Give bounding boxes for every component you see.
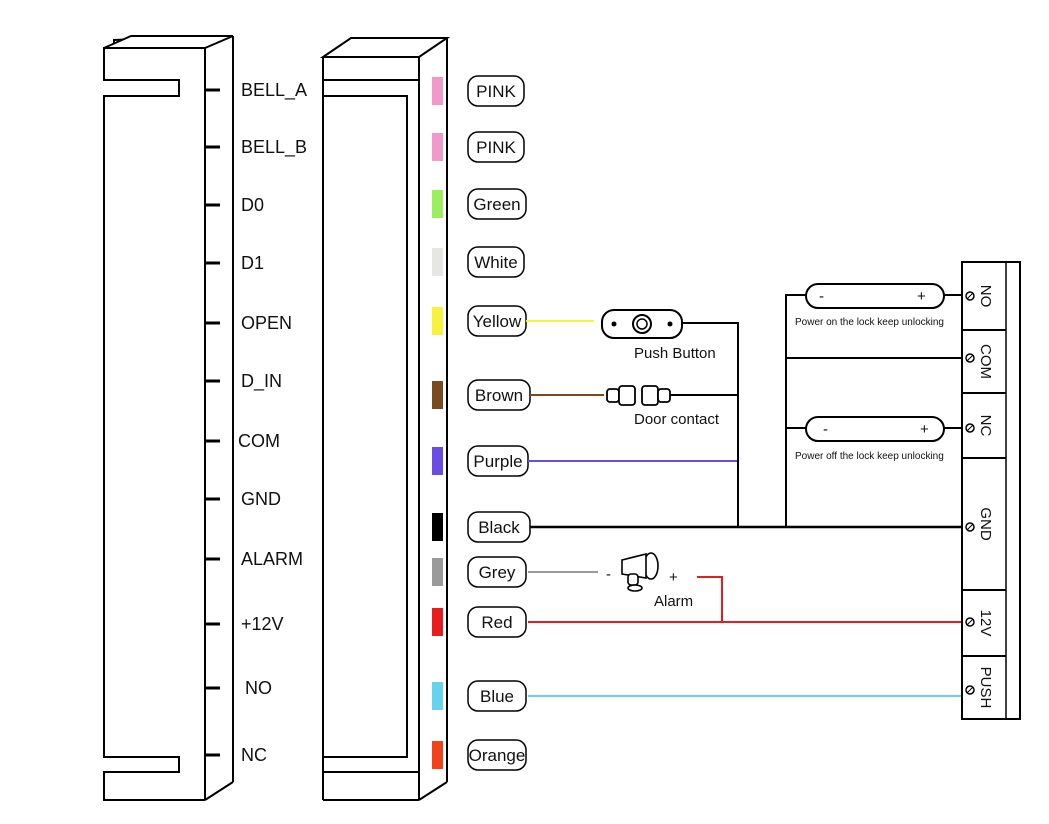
wire-label-box	[467, 556, 527, 588]
push-button-device: Push Button	[601, 309, 716, 362]
wire-color-swatch	[432, 381, 443, 409]
wire-label-7: Black	[478, 518, 520, 537]
wire-color-swatch	[432, 608, 443, 636]
wire-label-11: Orange	[469, 746, 526, 765]
wire-label-9: Red	[481, 613, 512, 632]
terminal-label-3: GND	[977, 507, 994, 541]
wire-color-swatch	[432, 513, 443, 541]
wire-label-3: White	[474, 253, 517, 272]
pin-label-3: D1	[241, 253, 264, 273]
terminal-label-5: PUSH	[977, 667, 994, 709]
lock-power-off: - + Power off the lock keep unlocking	[795, 416, 945, 462]
lock-off-minus: -	[823, 421, 828, 438]
pin-label-10: NO	[245, 678, 272, 698]
wire-color-swatch	[432, 447, 443, 475]
push-button-label: Push Button	[634, 345, 716, 362]
alarm-device: - + Alarm	[606, 552, 693, 610]
pin-label-2: D0	[241, 195, 264, 215]
wire-label-box	[467, 131, 525, 163]
lock-on-minus: -	[819, 288, 824, 305]
lock-off-plus: +	[920, 421, 929, 438]
alarm-positive-wire	[697, 576, 723, 622]
terminal-label-4: 12V	[977, 610, 994, 637]
door-contact-device: Door contact	[606, 385, 720, 428]
wire-label-1: PINK	[476, 138, 516, 157]
wire-color-swatch	[432, 558, 443, 586]
lock-on-plus: +	[917, 288, 926, 305]
pin-label-5: D_IN	[241, 371, 282, 392]
alarm-plus: +	[669, 569, 678, 586]
wire-label-2: Green	[473, 195, 520, 214]
pin-label-6: COM	[238, 431, 280, 451]
wire-color-swatch	[432, 741, 443, 769]
alarm-label: Alarm	[654, 593, 693, 610]
wire-label-5: Brown	[475, 386, 523, 405]
wire-color-swatch	[432, 77, 443, 105]
connector-housing	[103, 34, 234, 801]
wire-color-swatch	[432, 248, 443, 276]
wire-label-box	[467, 680, 527, 712]
wire-label-10: Blue	[480, 687, 514, 706]
wire-label-box	[467, 75, 525, 107]
lock-on-caption: Power on the lock keep unlocking	[795, 317, 944, 328]
lock-on-negative	[785, 294, 806, 527]
terminal-label-0: NO	[977, 285, 994, 308]
pin-label-9: +12V	[241, 614, 284, 634]
wire-color-swatch	[432, 190, 443, 218]
pin-label-1: BELL_B	[241, 137, 307, 158]
wire-label-box	[467, 246, 525, 278]
lock-power-on: - + Power on the lock keep unlocking	[795, 283, 945, 328]
wire-label-box	[467, 188, 527, 220]
pin-label-0: BELL_A	[241, 80, 307, 101]
wire-color-swatch	[432, 133, 443, 161]
terminal-label-2: NC	[977, 415, 994, 437]
wire-label-0: PINK	[476, 82, 516, 101]
wire-label-8: Grey	[479, 563, 516, 582]
pin-label-8: ALARM	[241, 549, 303, 569]
wire-color-swatch	[432, 307, 443, 335]
wire-label-box	[467, 606, 527, 638]
wire-label-6: Purple	[473, 452, 522, 471]
wire-color-swatch	[432, 682, 443, 710]
pin-label-7: GND	[241, 489, 281, 509]
alarm-minus: -	[606, 566, 611, 583]
lock-off-caption: Power off the lock keep unlocking	[795, 451, 944, 462]
wire-housing	[319, 37, 451, 801]
terminal-block-body	[961, 261, 1021, 720]
door-contact-label: Door contact	[634, 411, 720, 428]
pin-label-4: OPEN	[241, 313, 292, 333]
terminal-label-1: COM	[977, 344, 994, 379]
siren-icon	[621, 552, 659, 592]
wire-label-4: Yellow	[473, 312, 522, 331]
wire-label-box	[467, 739, 527, 771]
pin-label-11: NC	[241, 745, 267, 765]
push-button-return	[682, 322, 739, 527]
